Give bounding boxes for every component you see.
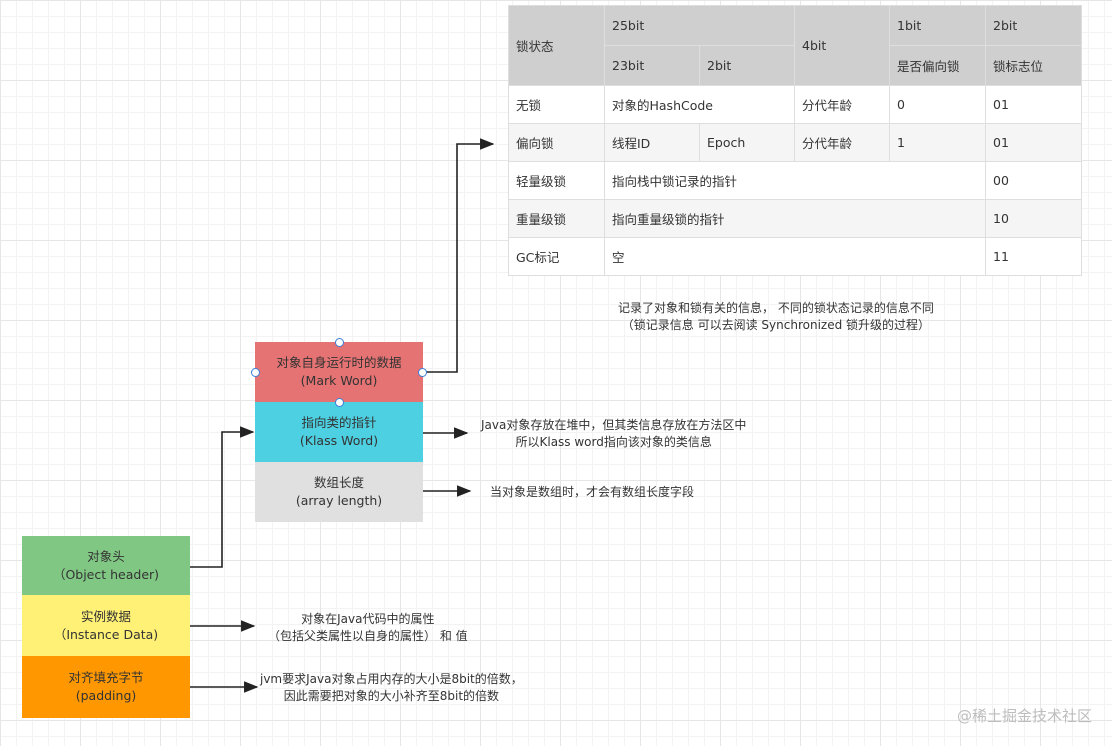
padding-note: jvm要求Java对象占用内存的大小是8bit的倍数， 因此需要把对象的大小补齐… <box>260 671 523 705</box>
arrow-mark-to-table <box>423 138 495 373</box>
row-flag: 10 <box>985 199 1082 238</box>
instance-data-subtitle: （Instance Data) <box>53 626 159 642</box>
selection-handle-top[interactable] <box>335 338 344 347</box>
klass-note-line2: 所以Klass word指向该对象的类信息 <box>515 435 712 449</box>
table-subheader-row: 23bit 2bit 是否偏向锁 锁标志位 <box>509 45 1082 86</box>
array-note: 当对象是数组时，才会有数组长度字段 <box>490 484 694 501</box>
table-note-line1: 记录了对象和锁有关的信息， 不同的锁状态记录的信息不同 <box>618 301 934 315</box>
row-age: 分代年龄 <box>794 85 890 124</box>
object-header-box[interactable]: 对象头 （Object header) <box>22 536 190 595</box>
header-biased-flag: 是否偏向锁 <box>889 45 986 86</box>
header-4bit: 4bit <box>794 5 890 86</box>
row-state: 轻量级锁 <box>508 161 605 200</box>
klass-note: Java对象存放在堆中，但其类信息存放在方法区中 所以Klass word指向该… <box>481 417 746 451</box>
instance-data-title: 实例数据 <box>80 608 131 624</box>
row-flag: 00 <box>985 161 1082 200</box>
selection-handle-bottom[interactable] <box>335 398 344 407</box>
row-state: 偏向锁 <box>508 123 605 162</box>
instance-note: 对象在Java代码中的属性 （包括父类属性以自身的属性） 和 值 <box>268 611 468 645</box>
instance-data-box[interactable]: 实例数据 （Instance Data) <box>22 595 190 656</box>
table-row: 无锁 对象的HashCode 分代年龄 0 01 <box>508 85 1082 124</box>
object-header-title: 对象头 <box>87 548 125 564</box>
row-biased: 1 <box>889 123 986 162</box>
selection-handle-left[interactable] <box>251 368 260 377</box>
table-row: 重量级锁 指向重量级锁的指针 10 <box>508 199 1082 238</box>
klass-word-box[interactable]: 指向类的指针 (Klass Word) <box>255 402 423 462</box>
object-header-subtitle: （Object header) <box>52 566 160 582</box>
selection-handle-right[interactable] <box>418 368 427 377</box>
klass-word-subtitle: (Klass Word) <box>299 433 379 448</box>
instance-note-line2: （包括父类属性以自身的属性） 和 值 <box>268 629 468 643</box>
padding-subtitle: (padding) <box>75 688 137 703</box>
array-length-box[interactable]: 数组长度 (array length) <box>255 462 423 522</box>
mark-word-lock-table: 锁状态 25bit 4bit 1bit 2bit 23bit 2bit 是否偏向… <box>508 5 1082 276</box>
row-empty: 空 <box>604 237 986 276</box>
header-2bit: 2bit <box>985 5 1082 46</box>
array-length-title: 数组长度 <box>313 475 364 490</box>
watermark: @稀土掘金技术社区 <box>956 707 1092 725</box>
padding-title: 对齐填充字节 <box>68 670 144 685</box>
array-note-line1: 当对象是数组时，才会有数组长度字段 <box>490 485 695 499</box>
row-state: GC标记 <box>508 237 605 276</box>
header-2bit-epoch: 2bit <box>699 45 795 86</box>
table-note-line2: （锁记录信息 可以去阅读 Synchronized 锁升级的过程） <box>621 318 931 332</box>
row-flag: 01 <box>985 123 1082 162</box>
row-pointer: 指向重量级锁的指针 <box>604 199 986 238</box>
row-state: 重量级锁 <box>508 199 605 238</box>
table-row: GC标记 空 11 <box>508 237 1082 276</box>
row-hashcode: 对象的HashCode <box>604 85 795 124</box>
padding-box[interactable]: 对齐填充字节 (padding) <box>22 656 190 718</box>
klass-note-line1: Java对象存放在堆中，但其类信息存放在方法区中 <box>481 418 747 432</box>
mark-word-box[interactable]: 对象自身运行时的数据 (Mark Word) <box>255 342 423 402</box>
array-length-subtitle: (array length) <box>295 493 383 508</box>
padding-note-line1: jvm要求Java对象占用内存的大小是8bit的倍数， <box>260 672 523 686</box>
padding-note-line2: 因此需要把对象的大小补齐至8bit的倍数 <box>283 689 500 703</box>
row-pointer: 指向栈中锁记录的指针 <box>604 161 986 200</box>
mark-word-subtitle: (Mark Word) <box>300 373 378 388</box>
table-note: 记录了对象和锁有关的信息， 不同的锁状态记录的信息不同 （锁记录信息 可以去阅读… <box>618 300 934 334</box>
header-lock-flag: 锁标志位 <box>985 45 1082 86</box>
header-25bit: 25bit <box>604 5 795 46</box>
row-age: 分代年龄 <box>794 123 890 162</box>
arrow-header-to-klass <box>190 426 255 568</box>
header-23bit: 23bit <box>604 45 700 86</box>
row-epoch: Epoch <box>699 123 795 162</box>
row-flag: 01 <box>985 85 1082 124</box>
row-flag: 11 <box>985 237 1082 276</box>
header-lock-state: 锁状态 <box>508 5 605 86</box>
klass-word-title: 指向类的指针 <box>301 415 377 430</box>
row-state: 无锁 <box>508 85 605 124</box>
header-1bit: 1bit <box>889 5 986 46</box>
table-row: 偏向锁 线程ID Epoch 分代年龄 1 01 <box>508 123 1082 162</box>
table-row: 轻量级锁 指向栈中锁记录的指针 00 <box>508 161 1082 200</box>
instance-note-line1: 对象在Java代码中的属性 <box>301 612 435 626</box>
mark-word-title: 对象自身运行时的数据 <box>276 355 402 370</box>
row-biased: 0 <box>889 85 986 124</box>
row-thread-id: 线程ID <box>604 123 700 162</box>
table-header-row: 锁状态 25bit 4bit 1bit 2bit <box>508 5 1082 86</box>
